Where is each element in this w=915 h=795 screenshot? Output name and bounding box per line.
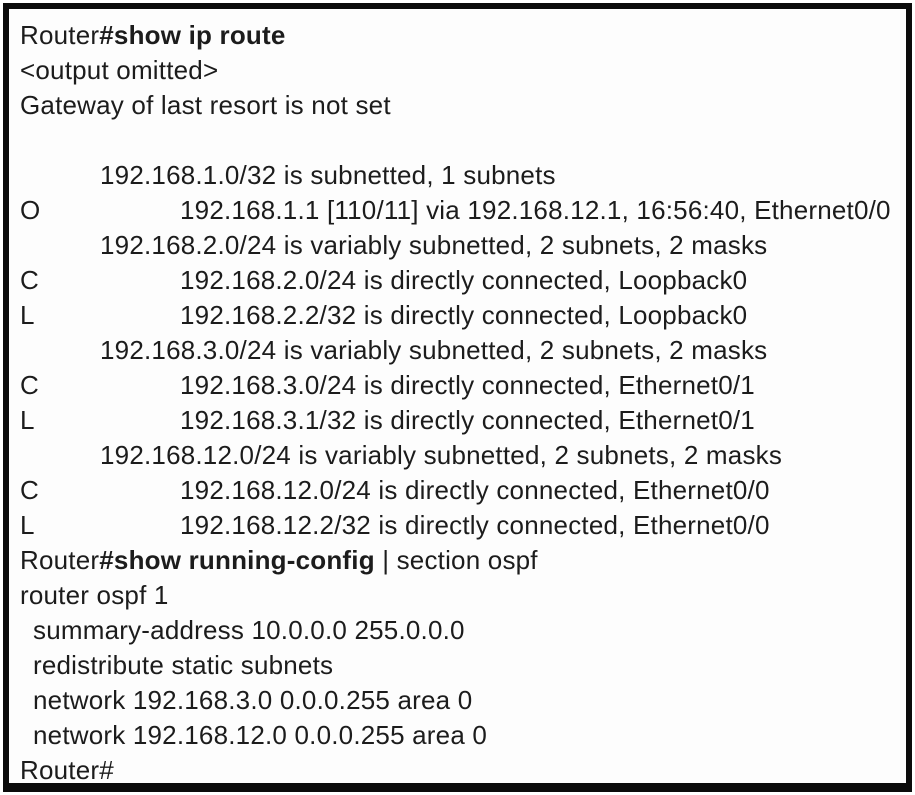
terminal-line: Router#show running-config | section osp… [20, 543, 900, 578]
terminal-line: 192.168.2.0/24 is variably subnetted, 2 … [20, 228, 900, 263]
line-text: Router# [20, 755, 114, 785]
terminal-line: C 192.168.12.0/24 is directly connected, … [20, 473, 900, 508]
terminal-line: C 192.168.3.0/24 is directly connected, E… [20, 368, 900, 403]
terminal-line: 192.168.1.0/32 is subnetted, 1 subnets [20, 158, 900, 193]
line-text: 192.168.3.0/24 is variably subnetted, 2 … [100, 335, 768, 365]
line-text: 192.168.2.2/32 is directly connected, Lo… [180, 300, 748, 330]
line-text: Gateway of last resort is not set [20, 90, 391, 120]
terminal-line: network 192.168.12.0 0.0.0.255 area 0 [20, 718, 900, 753]
line-text: 192.168.3.1/32 is directly connected, Et… [180, 405, 755, 435]
route-protocol-code: L [20, 510, 35, 540]
line-text: 192.168.2.0/24 is variably subnetted, 2 … [100, 230, 768, 260]
line-text: router ospf 1 [20, 580, 169, 610]
line-text: 192.168.12.0/24 is directly connected, E… [180, 475, 770, 505]
line-text: network 192.168.12.0 0.0.0.255 area 0 [33, 720, 488, 750]
terminal-line: network 192.168.3.0 0.0.0.255 area 0 [20, 683, 900, 718]
terminal-line: redistribute static subnets [20, 648, 900, 683]
line-text: 192.168.2.0/24 is directly connected, Lo… [180, 265, 748, 295]
terminal-output: Router#show ip route<output omitted>Gate… [9, 9, 906, 785]
line-text: Router [20, 545, 100, 575]
terminal-line [20, 123, 900, 158]
terminal-line: L 192.168.3.1/32 is directly connected, E… [20, 403, 900, 438]
route-protocol-code: L [20, 300, 35, 330]
route-protocol-code: C [20, 370, 39, 400]
terminal-line: <output omitted> [20, 53, 900, 88]
line-text: #show running-config [99, 545, 375, 575]
line-text: network 192.168.3.0 0.0.0.255 area 0 [33, 685, 473, 715]
line-text: 192.168.1.0/32 is subnetted, 1 subnets [100, 160, 556, 190]
terminal-line: Router# [20, 753, 900, 788]
terminal-line: Gateway of last resort is not set [20, 88, 900, 123]
line-text: #show ip route [99, 20, 286, 50]
terminal-line: L 192.168.2.2/32 is directly connected, L… [20, 298, 900, 333]
line-text: 192.168.12.2/32 is directly connected, E… [180, 510, 770, 540]
terminal-line: 192.168.3.0/24 is variably subnetted, 2 … [20, 333, 900, 368]
terminal-line: router ospf 1 [20, 578, 900, 613]
terminal-line: summary-address 10.0.0.0 255.0.0.0 [20, 613, 900, 648]
terminal-line: Router#show ip route [20, 18, 900, 53]
terminal-window: Router#show ip route<output omitted>Gate… [3, 3, 912, 792]
line-text: summary-address 10.0.0.0 255.0.0.0 [33, 615, 465, 645]
terminal-line: L 192.168.12.2/32 is directly connected, … [20, 508, 900, 543]
terminal-line: C 192.168.2.0/24 is directly connected, L… [20, 263, 900, 298]
line-text: | section ospf [374, 545, 538, 575]
line-text: 192.168.1.1 [110/11] via 192.168.12.1, 1… [180, 195, 891, 225]
line-text: 192.168.3.0/24 is directly connected, Et… [180, 370, 755, 400]
route-protocol-code: C [20, 265, 39, 295]
line-text: Router [20, 20, 100, 50]
line-text: 192.168.12.0/24 is variably subnetted, 2… [100, 440, 783, 470]
terminal-line: 192.168.12.0/24 is variably subnetted, 2… [20, 438, 900, 473]
route-protocol-code: C [20, 475, 39, 505]
route-protocol-code: O [20, 195, 41, 225]
terminal-line: O 192.168.1.1 [110/11] via 192.168.12.1, … [20, 193, 900, 228]
line-text: redistribute static subnets [33, 650, 334, 680]
line-text: <output omitted> [20, 55, 219, 85]
route-protocol-code: L [20, 405, 35, 435]
